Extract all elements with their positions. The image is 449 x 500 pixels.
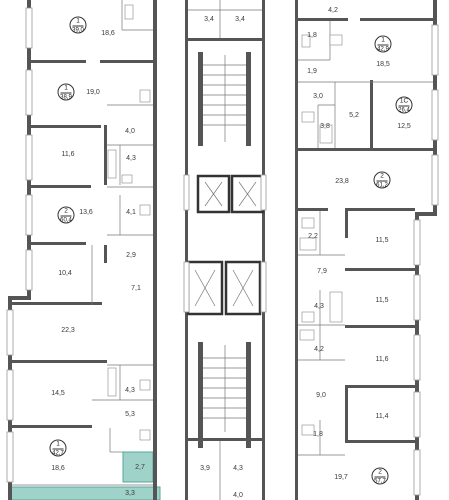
- room-area: 5,2: [349, 112, 359, 119]
- room-area: 10,4: [58, 270, 72, 277]
- left-windows: [6, 7, 33, 483]
- core-lines: [188, 0, 262, 500]
- room-area: 13,6: [79, 209, 93, 216]
- room-area: 4,3: [126, 155, 136, 162]
- room-area: 3,3: [125, 490, 135, 497]
- core-windows: [183, 174, 267, 313]
- room-area: 3,4: [235, 16, 245, 23]
- room-area: 4,3: [125, 387, 135, 394]
- room-area: 3,4: [204, 16, 214, 23]
- highlighted-area-bottom: [9, 486, 161, 500]
- room-area: 11,5: [375, 297, 389, 304]
- room-area: 2,7: [135, 464, 145, 471]
- room-area: 11,5: [375, 237, 389, 244]
- room-area: 19,0: [86, 89, 100, 96]
- room-area: 23,8: [335, 178, 349, 185]
- room-area: 4,0: [233, 492, 243, 499]
- room-area: 4,2: [328, 7, 338, 14]
- room-area: 11,6: [61, 151, 75, 158]
- room-area: 4,2: [314, 346, 324, 353]
- room-area: 18,5: [376, 61, 390, 68]
- room-area: 12,5: [397, 123, 411, 130]
- room-area: 1,9: [307, 68, 317, 75]
- room-area: 3,9: [200, 465, 210, 472]
- room-area: 4,3: [314, 303, 324, 310]
- elevator-shafts: [186, 174, 265, 316]
- room-area: 2,9: [126, 252, 136, 259]
- room-area: 4,0: [125, 128, 135, 135]
- left-fixtures: [107, 4, 151, 441]
- room-area: 18,6: [51, 465, 65, 472]
- room-area: 2,2: [308, 233, 318, 240]
- room-area: 7,9: [317, 268, 327, 275]
- core-walls: [185, 0, 265, 500]
- room-area: 4,3: [233, 465, 243, 472]
- room-area: 3,0: [313, 93, 323, 100]
- room-area: 1,8: [307, 32, 317, 39]
- room-area: 19,7: [334, 474, 348, 481]
- highlighted-room: [122, 451, 154, 483]
- room-area: 9,0: [316, 392, 326, 399]
- room-area: 22,3: [61, 327, 75, 334]
- room-area: 1,8: [313, 431, 323, 438]
- room-area: 11,6: [375, 356, 389, 363]
- right-fixtures: [299, 34, 343, 436]
- left-block-partitions: [12, 0, 153, 486]
- room-area: 18,6: [101, 30, 115, 37]
- right-windows: [413, 24, 439, 496]
- room-area: 5,3: [125, 411, 135, 418]
- right-block-partitions: [298, 21, 433, 456]
- room-area: 7,1: [131, 285, 141, 292]
- room-area: 11,4: [375, 413, 389, 420]
- room-area: 4,1: [126, 209, 136, 216]
- room-area: 14,5: [51, 390, 65, 397]
- room-area: 3,8: [320, 123, 330, 130]
